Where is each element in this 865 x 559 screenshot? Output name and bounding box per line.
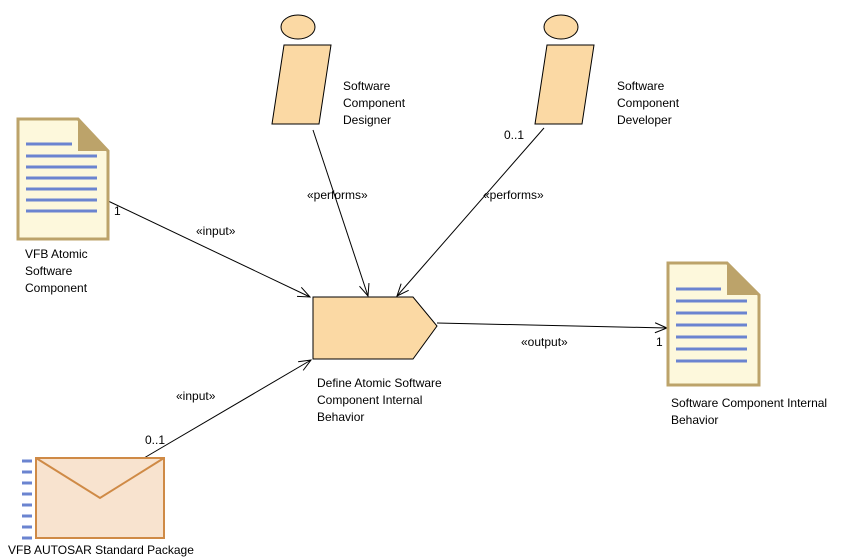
worker-icon (271, 14, 332, 125)
role-software-component-developer[interactable]: Software Component Developer (534, 14, 682, 127)
work-product-software-component-internal-behavior[interactable]: Software Component Internal Behavior (666, 261, 830, 427)
document-icon (666, 261, 761, 387)
connectors (105, 127, 667, 459)
designer-performs-arrow[interactable] (312, 129, 368, 296)
work-product-name: VFB Atomic Software Component (25, 247, 91, 295)
output-stereotype: «output» (521, 335, 568, 349)
task-define-atomic-software-component-internal-behavior[interactable]: Define Atomic Software Component Interna… (312, 296, 445, 424)
task-name: Define Atomic Software Component Interna… (317, 376, 445, 424)
envelope-icon (22, 457, 165, 540)
developer-performs-stereotype: «performs» (483, 188, 544, 202)
package-input-stereotype: «input» (176, 389, 216, 403)
designer-performs-stereotype: «performs» (307, 188, 368, 202)
work-product-vfb-autosar-standard-package[interactable]: VFB AUTOSAR Standard Package (8, 457, 194, 557)
output-multiplicity: 1 (656, 335, 663, 349)
task-icon (312, 296, 438, 360)
worker-icon (534, 14, 595, 125)
developer-multiplicity: 0..1 (504, 128, 524, 142)
role-name: Software Component Developer (617, 79, 682, 127)
work-product-vfb-atomic-software-component[interactable]: VFB Atomic Software Component (16, 117, 110, 295)
vfb-input-stereotype: «input» (196, 224, 236, 238)
package-input-multiplicity: 0..1 (145, 433, 165, 447)
output-arrow[interactable] (436, 323, 667, 328)
document-icon (16, 117, 110, 241)
role-software-component-designer[interactable]: Software Component Designer (271, 14, 408, 127)
relation-labels: «performs» «performs» 0..1 «input» 1 «in… (114, 128, 663, 447)
role-name: Software Component Designer (343, 79, 408, 127)
work-product-name: Software Component Internal Behavior (671, 396, 830, 427)
package-input-arrow[interactable] (143, 360, 311, 459)
vfb-input-multiplicity: 1 (114, 204, 121, 218)
developer-performs-arrow[interactable] (397, 127, 545, 296)
vfb-input-arrow[interactable] (105, 199, 310, 297)
work-product-name: VFB AUTOSAR Standard Package (8, 543, 194, 557)
